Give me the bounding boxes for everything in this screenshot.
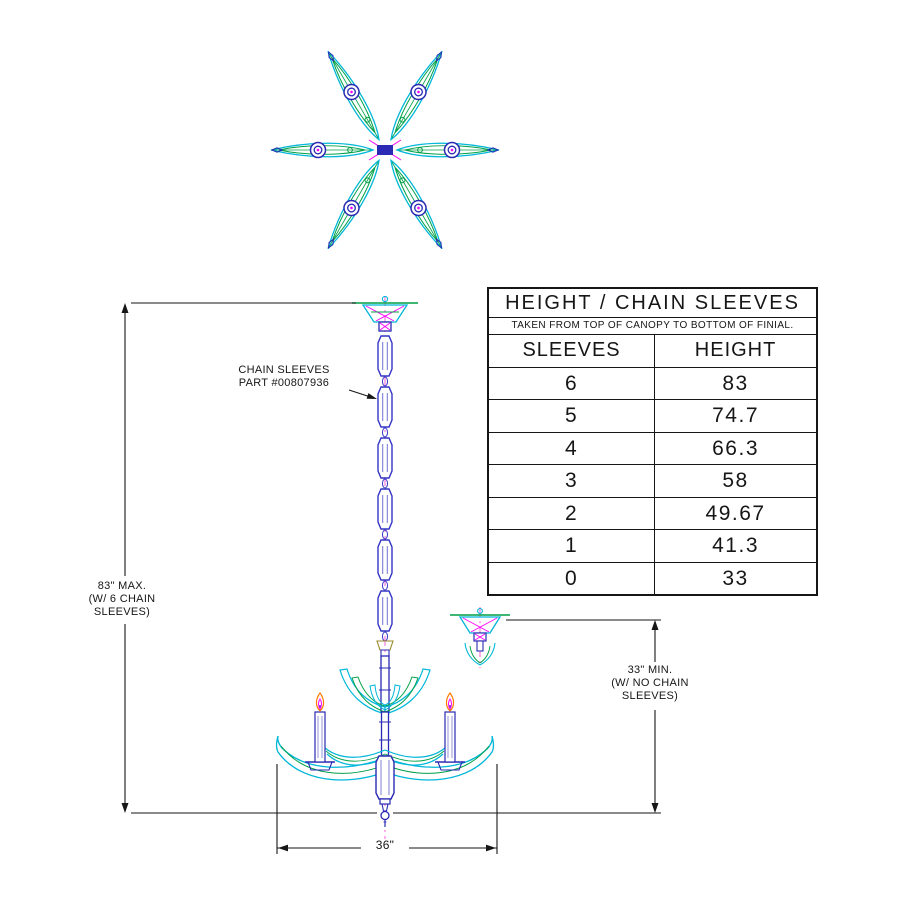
height-value: 83 <box>722 371 749 395</box>
table-row: 0 33 <box>489 561 816 594</box>
min-height-note1: (W/ NO CHAIN <box>611 677 689 689</box>
side-view-min <box>450 607 510 668</box>
top-view <box>270 46 500 254</box>
table-title: HEIGHT / CHAIN SLEEVES <box>505 292 800 314</box>
canopy <box>352 295 418 332</box>
max-height-dimension-label: 83" MAX. (W/ 6 CHAIN SLEEVES) <box>70 580 174 619</box>
height-value: 58 <box>722 469 749 492</box>
min-height-note2: SLEEVES) <box>621 690 679 702</box>
side-view-max <box>275 295 495 842</box>
chain-sleeves-label: CHAIN SLEEVES <box>238 364 330 376</box>
sleeves-value: 5 <box>489 400 656 432</box>
table-row: 3 58 <box>489 464 816 497</box>
table-row: 2 49.67 <box>489 496 816 529</box>
height-chain-sleeves-table: HEIGHT / CHAIN SLEEVES TAKEN FROM TOP OF… <box>487 287 818 596</box>
min-height-value: 33" MIN. <box>627 664 673 676</box>
table-subtitle: TAKEN FROM TOP OF CANOPY TO BOTTOM OF FI… <box>489 317 816 334</box>
center-hub <box>377 145 393 155</box>
table-row: 6 83 <box>489 366 816 399</box>
max-height-value: 83" MAX. <box>97 580 147 592</box>
table-row: 1 41.3 <box>489 529 816 562</box>
min-height-dimension-label: 33" MIN. (W/ NO CHAIN SLEEVES) <box>597 664 703 703</box>
sleeves-value: 6 <box>489 367 656 399</box>
width-dimension-label: 36" <box>361 839 409 852</box>
max-height-note2: SLEEVES) <box>93 606 151 618</box>
height-value: 33 <box>722 566 749 590</box>
chain-sleeves-callout: CHAIN SLEEVES PART #00807936 <box>220 364 348 390</box>
center-body-finial <box>375 755 395 827</box>
sleeves-value: 0 <box>489 562 656 594</box>
sleeves-value: 3 <box>489 465 656 497</box>
col-header-sleeves: SLEEVES <box>489 335 656 367</box>
height-value: 49.67 <box>705 501 766 525</box>
table-row: 4 66.3 <box>489 431 816 464</box>
sleeves-value: 1 <box>489 530 656 562</box>
height-value: 41.3 <box>712 534 759 557</box>
height-value: 74.7 <box>712 404 759 427</box>
height-value: 66.3 <box>712 436 759 460</box>
col-header-height: HEIGHT <box>694 339 777 361</box>
chain-sleeves-part-number: PART #00807936 <box>238 377 330 389</box>
table-row: 5 74.7 <box>489 399 816 432</box>
upper-leaf-cluster <box>339 668 431 757</box>
table-header-row: SLEEVES HEIGHT <box>489 334 816 367</box>
sleeves-value: 4 <box>489 432 656 464</box>
dimensions <box>121 302 661 854</box>
sleeves-value: 2 <box>489 497 656 529</box>
max-height-note1: (W/ 6 CHAIN <box>88 593 156 605</box>
